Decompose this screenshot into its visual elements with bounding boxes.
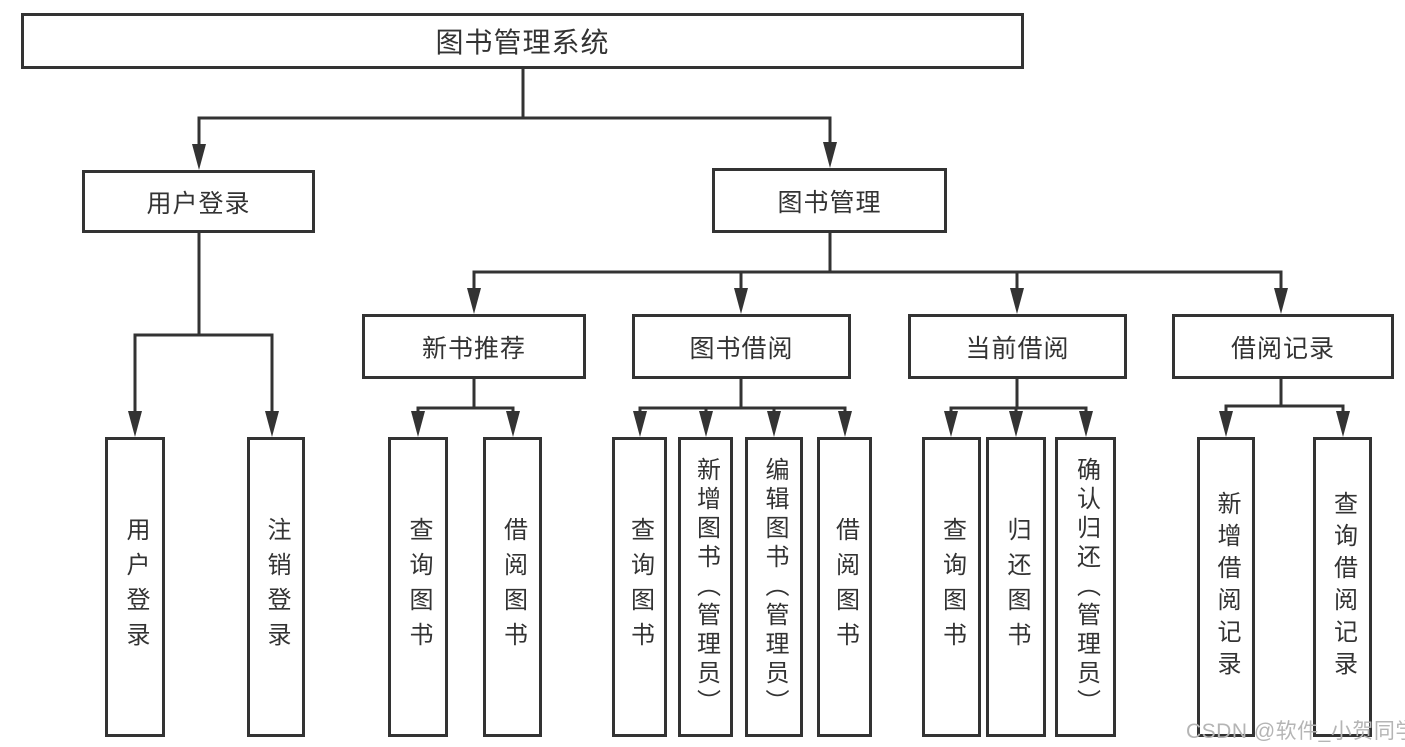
arrow-down-icon bbox=[192, 144, 206, 170]
arrow-down-icon bbox=[265, 411, 279, 437]
node-library-management-system: 图书管理系统 bbox=[21, 13, 1024, 69]
leaf-confirm-return-admin: 确认归还（管理员） bbox=[1055, 437, 1116, 737]
leaf-add-book-admin: 新增图书（管理员） bbox=[678, 437, 733, 737]
node-label: 借阅记录 bbox=[1230, 334, 1335, 363]
node-label: 新增借阅记录 bbox=[1213, 491, 1240, 683]
node-label: 查询图书 bbox=[405, 517, 432, 657]
arrow-down-icon bbox=[633, 411, 647, 437]
leaf-borrow-books-recommend: 借阅图书 bbox=[483, 437, 542, 737]
leaf-user-login: 用户登录 bbox=[105, 437, 165, 737]
node-book-borrowing: 图书借阅 bbox=[632, 314, 851, 379]
node-label: 借阅图书 bbox=[499, 517, 527, 657]
node-label: 新增图书（管理员） bbox=[692, 456, 720, 718]
leaf-return-book: 归还图书 bbox=[986, 437, 1046, 737]
connector-borrow-records-children bbox=[1219, 377, 1350, 437]
arrow-down-icon bbox=[699, 411, 713, 437]
arrow-down-icon bbox=[734, 288, 748, 314]
node-label: 图书管理系统 bbox=[435, 27, 610, 58]
leaf-query-books-current: 查询图书 bbox=[922, 437, 981, 737]
arrow-down-icon bbox=[1274, 288, 1288, 314]
connector-root-to-level2 bbox=[192, 67, 837, 170]
node-label: 用户登录 bbox=[122, 517, 149, 657]
node-borrowing-records: 借阅记录 bbox=[1172, 314, 1394, 379]
connector-current-borrow-children bbox=[944, 377, 1093, 437]
leaf-logout: 注销登录 bbox=[247, 437, 305, 737]
node-label: 注销登录 bbox=[263, 517, 290, 657]
arrow-down-icon bbox=[411, 411, 425, 437]
arrow-down-icon bbox=[767, 411, 781, 437]
arrow-down-icon bbox=[1079, 411, 1093, 437]
node-label: 确认归还（管理员） bbox=[1072, 456, 1100, 718]
node-current-borrowing: 当前借阅 bbox=[908, 314, 1127, 379]
connector-book-management-children bbox=[467, 231, 1288, 314]
node-label: 图书借阅 bbox=[689, 334, 794, 363]
arrow-down-icon bbox=[1009, 411, 1023, 437]
connector-book-borrow-children bbox=[633, 377, 852, 437]
leaf-add-borrow-record: 新增借阅记录 bbox=[1197, 437, 1255, 737]
leaf-query-books-recommend: 查询图书 bbox=[388, 437, 448, 737]
arrow-down-icon bbox=[1219, 411, 1233, 437]
csdn-watermark: CSDN @软件_小贺同学 bbox=[1186, 720, 1405, 743]
connector-new-book-children bbox=[411, 377, 520, 437]
arrow-down-icon bbox=[467, 288, 481, 314]
node-label: 归还图书 bbox=[1003, 517, 1030, 657]
connector-user-login-children bbox=[128, 231, 279, 437]
leaf-edit-book-admin: 编辑图书（管理员） bbox=[745, 437, 803, 737]
node-label: 查询图书 bbox=[626, 517, 654, 657]
node-label: 编辑图书（管理员） bbox=[761, 456, 788, 718]
leaf-query-books-borrow: 查询图书 bbox=[612, 437, 667, 737]
arrow-down-icon bbox=[838, 411, 852, 437]
node-label: 用户登录 bbox=[146, 189, 251, 218]
node-user-login: 用户登录 bbox=[82, 170, 315, 233]
leaf-borrow-books: 借阅图书 bbox=[817, 437, 872, 737]
node-new-book-recommendation: 新书推荐 bbox=[362, 314, 586, 379]
arrow-down-icon bbox=[1010, 288, 1024, 314]
node-label: 查询借阅记录 bbox=[1329, 491, 1357, 683]
node-label: 当前借阅 bbox=[965, 334, 1070, 363]
node-book-management: 图书管理 bbox=[712, 168, 947, 233]
arrow-down-icon bbox=[128, 411, 142, 437]
arrow-down-icon bbox=[1336, 411, 1350, 437]
node-label: 借阅图书 bbox=[831, 517, 859, 657]
arrow-down-icon bbox=[506, 411, 520, 437]
node-label: 图书管理 bbox=[777, 188, 882, 217]
arrow-down-icon bbox=[944, 411, 958, 437]
node-label: 查询图书 bbox=[938, 517, 966, 657]
node-label: 新书推荐 bbox=[421, 334, 526, 363]
arrow-down-icon bbox=[823, 142, 837, 168]
leaf-query-borrow-record: 查询借阅记录 bbox=[1313, 437, 1372, 737]
